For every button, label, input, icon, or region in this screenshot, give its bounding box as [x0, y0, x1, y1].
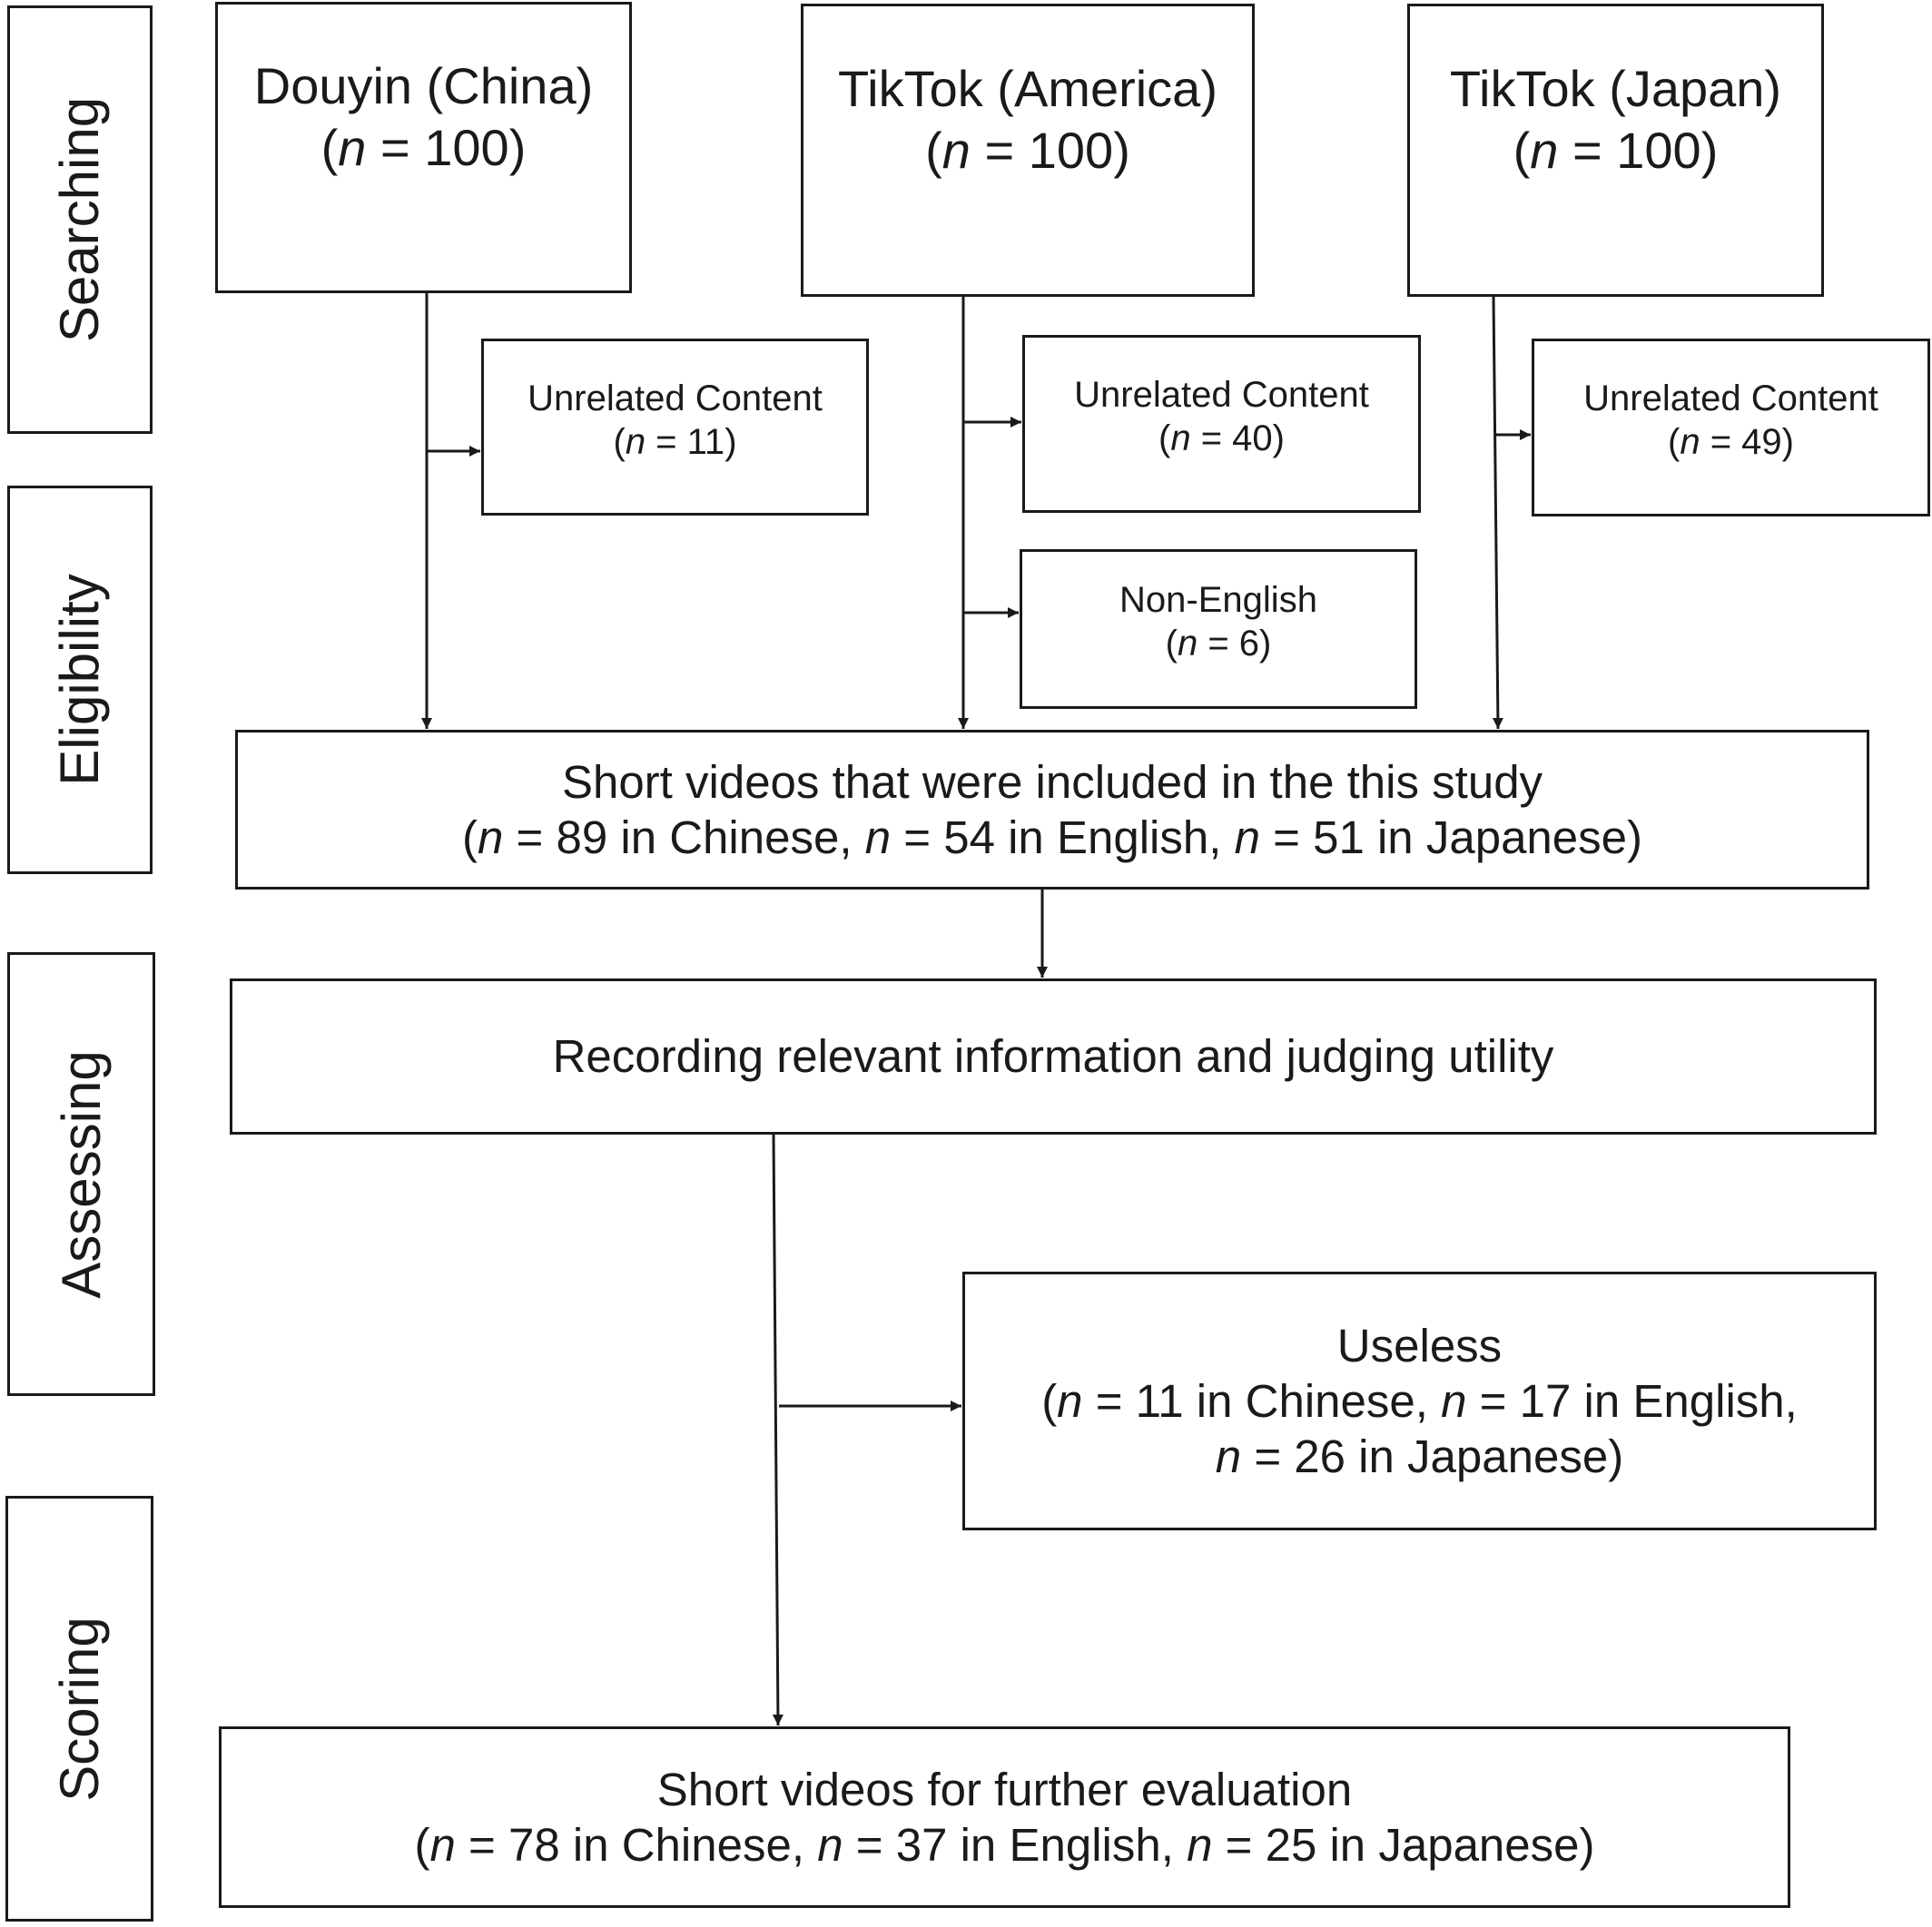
exclusion-america-unrelated-title: Unrelated Content — [1074, 375, 1369, 415]
final-counts: (n = 78 in Chinese, n = 37 in English, n… — [414, 1819, 1595, 1871]
source-douyin-count: (n = 100) — [320, 118, 527, 176]
source-tiktok-japan-title: TikTok (Japan) — [1449, 60, 1782, 118]
assessing-to-final-arrow — [772, 1134, 784, 1726]
useless-counts-line2: n = 26 in Japanese) — [1215, 1431, 1624, 1483]
exclusion-japan-unrelated-count: (n = 49) — [1668, 422, 1794, 462]
final-title: Short videos for further evaluation — [656, 1763, 1353, 1815]
assessing-box: Recording relevant information and judgi… — [230, 978, 1877, 1135]
final-box: Short videos for further evaluation (n =… — [219, 1726, 1790, 1908]
assessing-title: Recording relevant information and judgi… — [552, 1030, 1554, 1083]
source-tiktok-america-count: (n = 100) — [925, 121, 1130, 179]
included-box: Short videos that were included in the t… — [235, 730, 1869, 890]
useless-title: Useless — [1336, 1319, 1503, 1372]
exclusion-america-unrelated-box: Unrelated Content (n = 40) — [1022, 335, 1421, 513]
exclusion-douyin-unrelated-count: (n = 11) — [613, 421, 737, 462]
source-tiktok-japan-count: (n = 100) — [1513, 121, 1719, 179]
exclusion-america-unrelated-count: (n = 40) — [1158, 418, 1285, 458]
stage-searching: Searching — [7, 5, 153, 434]
exclusion-america-non-english-count: (n = 6) — [1165, 624, 1272, 664]
source-douyin-box: Douyin (China) (n = 100) — [215, 2, 632, 293]
source-tiktok-america-title: TikTok (America) — [838, 60, 1217, 118]
useless-box: Useless (n = 11 in Chinese, n = 17 in En… — [962, 1272, 1877, 1530]
source-tiktok-america-box: TikTok (America) (n = 100) — [801, 4, 1255, 297]
included-counts: (n = 89 in Chinese, n = 54 in English, n… — [461, 811, 1643, 863]
japan-main-arrow — [1492, 296, 1503, 730]
source-douyin-title: Douyin (China) — [253, 57, 594, 115]
exclusion-america-non-english-box: Non-English (n = 6) — [1020, 549, 1417, 709]
exclusion-america-non-english-title: Non-English — [1119, 580, 1317, 620]
stage-assessing: Assessing — [7, 952, 155, 1396]
stage-eligibility: Eligibility — [7, 486, 153, 874]
exclusion-douyin-unrelated-box: Unrelated Content (n = 11) — [481, 339, 869, 516]
stage-scoring: Scoring — [5, 1496, 153, 1922]
source-tiktok-japan-box: TikTok (Japan) (n = 100) — [1407, 4, 1824, 297]
included-title: Short videos that were included in the t… — [561, 755, 1543, 808]
exclusion-japan-unrelated-box: Unrelated Content (n = 49) — [1532, 339, 1930, 516]
exclusion-japan-unrelated-title: Unrelated Content — [1583, 379, 1878, 418]
exclusion-douyin-unrelated-title: Unrelated Content — [527, 378, 823, 418]
useless-counts-line1: (n = 11 in Chinese, n = 17 in English, — [1041, 1374, 1798, 1427]
